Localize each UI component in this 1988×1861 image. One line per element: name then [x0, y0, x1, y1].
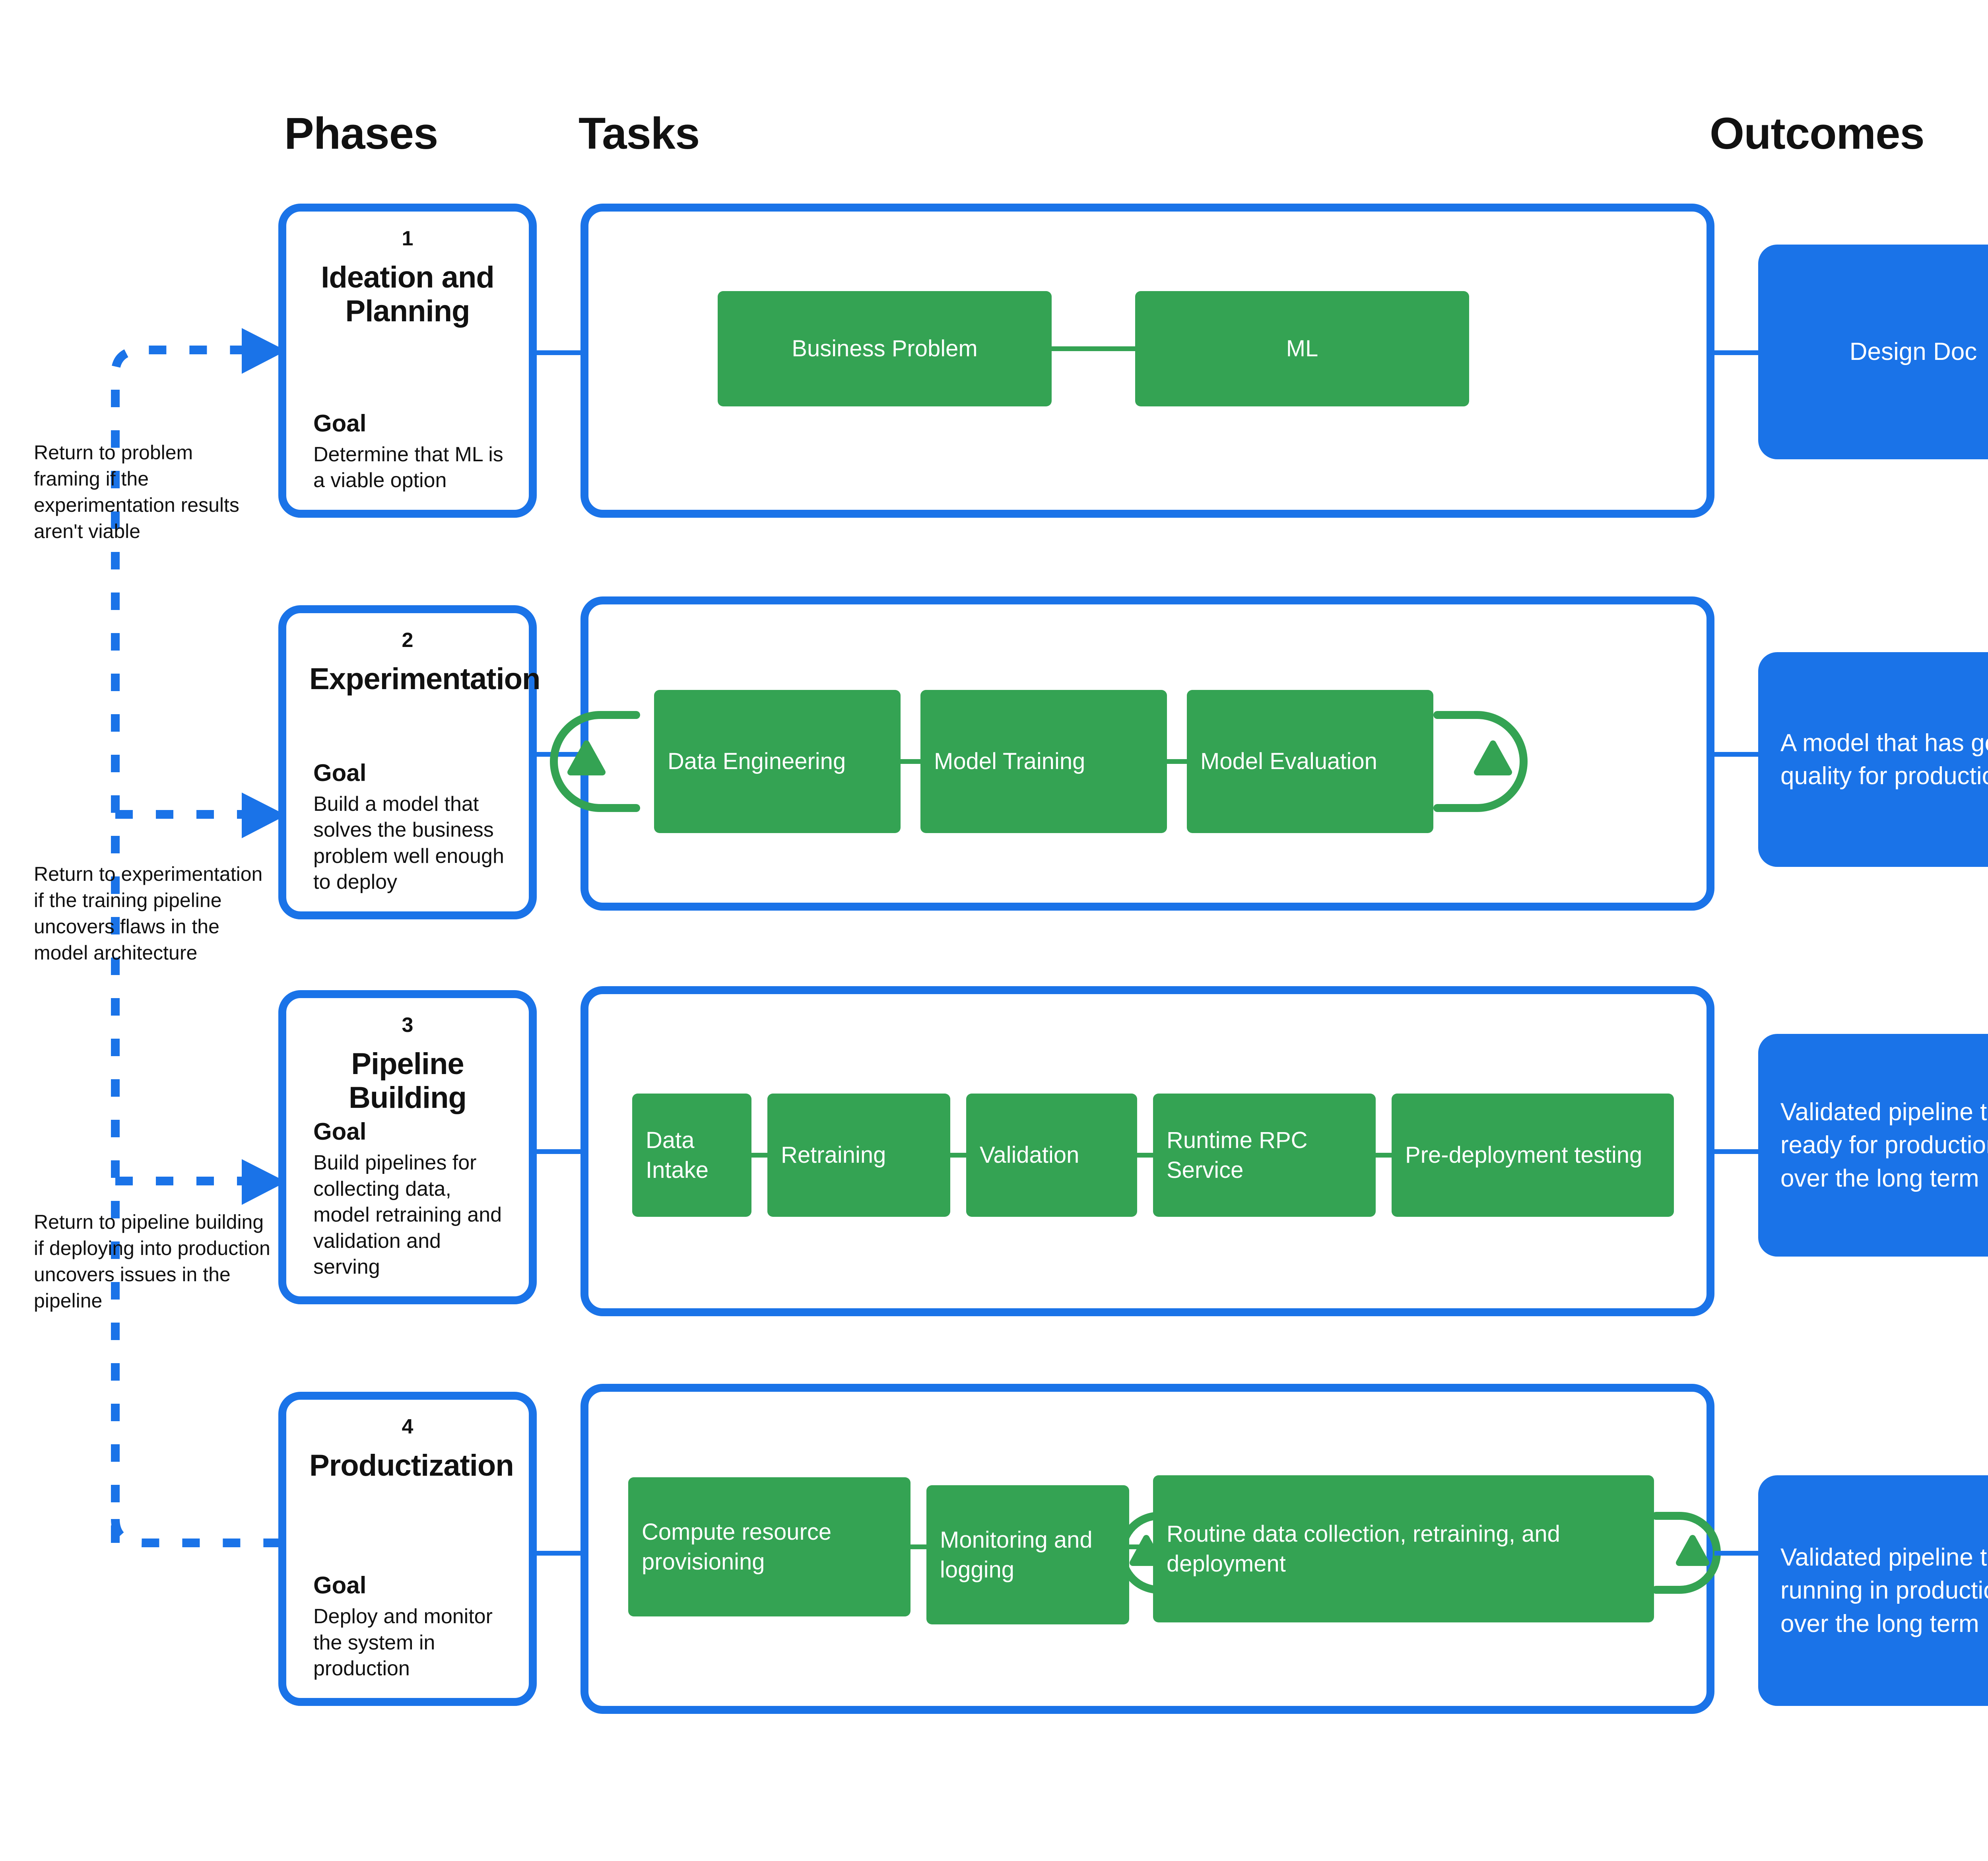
task-box[interactable]: Pre-deployment testing	[1392, 1094, 1674, 1217]
feedback-arrows-left	[111, 328, 286, 1547]
goal-label: Goal	[313, 1572, 367, 1599]
phase-number: 4	[402, 1415, 414, 1438]
loop-arrow-right-icon	[1652, 1512, 1721, 1594]
task-box[interactable]: Model Training	[920, 690, 1167, 833]
task-link	[751, 1153, 767, 1158]
task-box[interactable]: Monitoring and logging	[926, 1485, 1129, 1624]
goal-label: Goal	[313, 1118, 367, 1145]
task-box[interactable]: ML	[1135, 291, 1469, 406]
phase-title: Pipeline Building	[349, 1047, 467, 1115]
goal-text: Deploy and monitor the system in product…	[313, 1605, 493, 1680]
phase-goal-block: Goal Determine that ML is a viable optio…	[309, 410, 506, 494]
tasks-panel-2: Data Engineering Model Training Model Ev…	[550, 596, 1714, 911]
phase-number: 2	[402, 629, 414, 652]
goal-text: Build pipelines for collecting data, mod…	[313, 1151, 502, 1279]
phase-card-1[interactable]: 1 Ideation and Planning Goal Determine t…	[278, 204, 537, 518]
goal-text: Build a model that solves the business p…	[313, 792, 504, 894]
loop-arrow-left-icon	[550, 711, 640, 812]
task-box[interactable]: Runtime RPC Service	[1153, 1094, 1376, 1217]
task-box[interactable]: Validation	[966, 1094, 1137, 1217]
phase-goal-block: Goal Build a model that solves the busin…	[309, 759, 506, 896]
connector-tasks4-outcome4	[1714, 1551, 1762, 1556]
task-box[interactable]: Data Engineering	[654, 690, 901, 833]
arrowhead-icon	[242, 1159, 286, 1205]
outcome-box-4[interactable]: Validated pipeline that's running in pro…	[1758, 1475, 1988, 1706]
task-link	[1052, 346, 1135, 351]
column-header-outcomes: Outcomes	[1710, 109, 1925, 158]
phase-title: Productization	[309, 1449, 514, 1483]
phase-number: 1	[402, 227, 414, 250]
tasks-panel-3: Data Intake Retraining Validation Runtim…	[580, 986, 1714, 1316]
task-link	[1376, 1153, 1392, 1158]
task-box[interactable]: Retraining	[767, 1094, 950, 1217]
task-link	[911, 1544, 926, 1549]
tasks-panel-4: Compute resource provisioning Monitoring…	[580, 1384, 1721, 1714]
tasks-panel-1: Business Problem ML	[580, 204, 1714, 518]
note-problem-framing: Return to problem framing if the experim…	[34, 441, 239, 542]
task-box[interactable]: Data Intake	[632, 1094, 751, 1217]
note-experimentation-pipeline-flaws: Return to experimentation if the trainin…	[34, 863, 263, 964]
connector-phase4-tasks4	[537, 1551, 584, 1556]
task-link	[1137, 1153, 1153, 1158]
phase-card-4[interactable]: 4 Productization Goal Deploy and monitor…	[278, 1392, 537, 1706]
connector-phase2-tasks2	[537, 752, 584, 757]
phase-card-2[interactable]: 2 Experimentation Goal Build a model tha…	[278, 605, 540, 919]
phase-title: Ideation and Planning	[321, 260, 495, 328]
note-pipeline-building: Return to pipeline building if deploying…	[34, 1211, 270, 1312]
connector-phase1-tasks1	[537, 350, 584, 355]
phase-number: 3	[402, 1014, 414, 1037]
task-link	[950, 1153, 966, 1158]
task-box[interactable]: Business Problem	[718, 291, 1052, 406]
phase-card-3[interactable]: 3 Pipeline Building Goal Build pipelines…	[278, 990, 537, 1304]
arrowhead-icon	[242, 793, 286, 838]
goal-label: Goal	[313, 410, 367, 437]
phase-title: Experimentation	[309, 662, 540, 696]
outcome-box-3[interactable]: Validated pipeline that's ready for prod…	[1758, 1034, 1988, 1257]
arrowhead-icon	[242, 328, 286, 374]
outcome-box-2[interactable]: A model that has good quality for produc…	[1758, 652, 1988, 867]
column-header-tasks: Tasks	[579, 109, 700, 158]
task-link	[901, 759, 920, 764]
column-header-phases: Phases	[284, 109, 438, 158]
goal-text: Determine that ML is a viable option	[313, 443, 503, 492]
connector-tasks2-outcome2	[1714, 752, 1762, 757]
phase-goal-block: Goal Deploy and monitor the system in pr…	[309, 1572, 506, 1682]
outcome-box-1[interactable]: Design Doc	[1758, 245, 1988, 459]
task-box[interactable]: Routine data collection, retraining, and…	[1153, 1475, 1654, 1622]
task-box[interactable]: Compute resource provisioning	[628, 1477, 911, 1616]
connector-tasks1-outcome1	[1714, 350, 1762, 355]
phase-goal-block: Goal Build pipelines for collecting data…	[309, 1118, 506, 1280]
connector-phase3-tasks3	[537, 1149, 584, 1154]
loop-arrow-right-icon	[1433, 711, 1528, 812]
goal-label: Goal	[313, 759, 367, 786]
connector-tasks3-outcome3	[1714, 1149, 1762, 1154]
task-link	[1167, 759, 1187, 764]
task-box[interactable]: Model Evaluation	[1187, 690, 1433, 833]
